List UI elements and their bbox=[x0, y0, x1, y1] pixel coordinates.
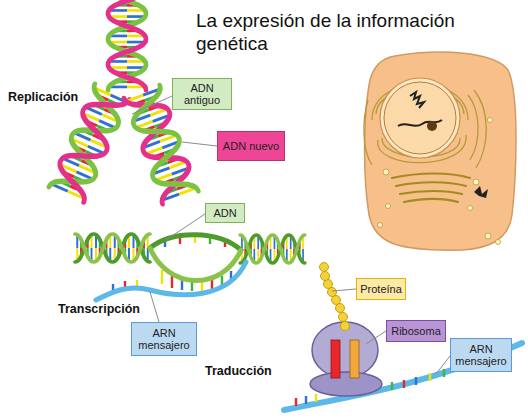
transcription-helix-left bbox=[75, 234, 150, 262]
callout-text: ADN bbox=[213, 207, 236, 219]
callout-box: ADN antiguo bbox=[172, 78, 232, 110]
dna-strand bbox=[240, 235, 305, 263]
callout-box: ADN nuevo bbox=[217, 131, 285, 161]
translation bbox=[284, 263, 522, 411]
dna-strand bbox=[75, 234, 150, 262]
callout-text: Ribosoma bbox=[391, 325, 441, 337]
cell-membrane bbox=[365, 52, 516, 250]
transcription-helix-right bbox=[240, 235, 305, 263]
template-strand bbox=[150, 248, 241, 281]
process-label: Transcripción bbox=[58, 302, 140, 316]
leader-lines bbox=[132, 96, 450, 374]
old-strand bbox=[108, 0, 146, 90]
vesicles bbox=[378, 118, 501, 245]
nucleolus bbox=[427, 121, 437, 131]
replication-helix-top bbox=[108, 0, 146, 90]
cell bbox=[364, 52, 516, 250]
dna-strand bbox=[150, 235, 241, 250]
callout-text: Proteína bbox=[360, 283, 402, 295]
diagram-title: La expresión de la información genética bbox=[196, 9, 486, 55]
process-label: Replicación bbox=[8, 90, 78, 104]
golgi-apparatus bbox=[392, 174, 470, 203]
callout-box: ADN bbox=[205, 203, 245, 223]
callout-text: ADN antiguo bbox=[175, 82, 229, 106]
callout-text: ADN nuevo bbox=[223, 140, 279, 152]
process-label: Traducción bbox=[205, 364, 272, 378]
chromatin bbox=[398, 92, 442, 126]
callout-text: ARN mensajero bbox=[453, 343, 509, 367]
dna-strand bbox=[75, 234, 150, 262]
callout-box: ARN mensajero bbox=[450, 338, 512, 372]
nucleus bbox=[384, 82, 456, 154]
old-strand bbox=[108, 0, 146, 90]
dna-strand bbox=[240, 235, 305, 263]
trna bbox=[331, 340, 359, 378]
transcription-bubble bbox=[96, 235, 246, 300]
ribosome-large-subunit bbox=[312, 322, 378, 378]
ribosome-small-subunit bbox=[310, 372, 382, 396]
centriole bbox=[474, 186, 488, 198]
callout-text: ARN mensajero bbox=[134, 327, 194, 351]
mrna-strand bbox=[96, 262, 246, 300]
callout-box: ARN mensajero bbox=[131, 322, 197, 356]
nuclear-envelope bbox=[380, 78, 460, 158]
callout-box: Proteína bbox=[356, 278, 406, 300]
protein-chain bbox=[320, 263, 350, 331]
callout-box: Ribosoma bbox=[386, 320, 446, 342]
